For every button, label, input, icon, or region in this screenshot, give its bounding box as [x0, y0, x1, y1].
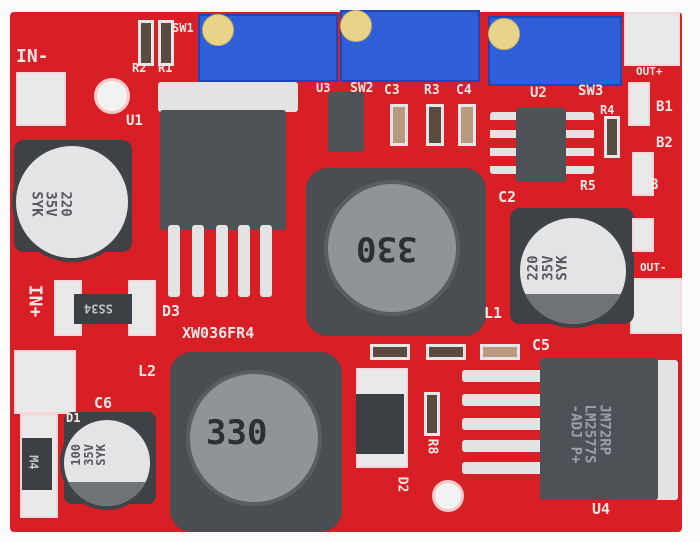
u4-marking: JM72RP LM2577S -ADJ P+: [567, 404, 613, 464]
u1-pin: [168, 225, 180, 297]
diode-d1: [22, 438, 52, 490]
mounting-hole-top: [94, 78, 130, 114]
label-out-plus: OUT+: [636, 65, 663, 78]
resistor-r3: [426, 104, 444, 146]
diode-d3-marking: SS34: [84, 301, 113, 316]
smd-bottom-1: [370, 344, 410, 360]
terminal-out-plus[interactable]: [624, 12, 680, 66]
led-pad-2: [632, 152, 654, 196]
u2-pins-left: [490, 112, 520, 174]
pot-adjust-screw-3[interactable]: [488, 18, 520, 50]
u4-pin: [462, 370, 548, 382]
smd-bottom-2: [426, 344, 466, 360]
label-c2: C2: [498, 188, 517, 206]
capacitor-c4: [458, 104, 476, 146]
terminal-in-plus[interactable]: [14, 350, 76, 414]
capacitor-220uf-left: 220 35V SYK: [12, 142, 132, 262]
label-c4: C4: [456, 83, 472, 98]
label-u1: U1: [126, 113, 143, 129]
u2-pins-right: [564, 112, 594, 174]
diode-d2: [356, 394, 404, 454]
cap-left-brand: SYK: [28, 191, 45, 217]
label-u3: U3: [316, 81, 331, 95]
resistor-r8: [424, 392, 440, 436]
terminal-in-minus[interactable]: [16, 72, 66, 126]
u4-line3: -ADJ P+: [567, 404, 584, 464]
label-c5: C5: [532, 336, 551, 354]
label-in-plus: IN+: [24, 284, 46, 318]
label-sw1: SW1: [172, 21, 194, 35]
label-b2: B2: [656, 135, 673, 151]
u4-line1: JM72RP: [596, 404, 613, 456]
cap-small-brand: SYK: [94, 444, 109, 466]
cap-right-brand: SYK: [554, 255, 571, 281]
inductor-l2-marking: 330: [206, 413, 268, 453]
label-board-id: XW036FR4: [182, 324, 255, 342]
d3-pad-right: [128, 280, 156, 336]
mounting-hole-bottom: [432, 480, 464, 512]
resistor-r4: [604, 116, 620, 158]
label-d2: D2: [394, 476, 410, 493]
label-d1: D1: [66, 411, 81, 425]
smd-bottom-3: [480, 344, 520, 360]
ic-u4-lm2577: [540, 358, 658, 500]
label-c6: C6: [94, 394, 113, 412]
label-r3: R3: [424, 83, 440, 98]
resistor-r1: [158, 20, 174, 66]
cap-left-voltage: 35V: [42, 191, 59, 217]
label-r8: R8: [424, 438, 440, 455]
u4-pin: [462, 394, 548, 406]
resistor-r2: [138, 20, 154, 66]
led-pad-3: [632, 218, 654, 252]
label-sw2: SW2: [350, 81, 374, 96]
label-b: B: [650, 177, 659, 193]
u4-pin: [462, 418, 548, 430]
cap-right-value: 220: [525, 255, 542, 281]
label-out-minus: OUT-: [640, 261, 667, 274]
capacitor-c3: [390, 104, 408, 146]
capacitor-100uf: 100 35V SYK: [60, 416, 154, 510]
ic-u2: [516, 108, 566, 182]
label-in-minus: IN-: [16, 46, 49, 67]
label-c3: C3: [384, 83, 400, 98]
diode-d3: [74, 294, 132, 324]
u1-pin: [260, 225, 272, 297]
label-r4: R4: [600, 103, 615, 117]
ic-u3: [328, 92, 364, 152]
u4-line2: LM2577S: [581, 404, 598, 464]
potentiometer-2[interactable]: [340, 10, 480, 82]
u4-pin: [462, 440, 548, 452]
u1-tab: [158, 82, 298, 112]
label-b1: B1: [656, 99, 673, 115]
diode-d1-marking: M4: [26, 455, 41, 470]
label-l2: L2: [138, 362, 157, 380]
label-r2: R2: [132, 61, 147, 75]
label-l1: L1: [484, 304, 503, 322]
label-sw3: SW3: [578, 83, 604, 99]
u1-pin: [192, 225, 204, 297]
u1-pin: [216, 225, 228, 297]
terminal-out-minus[interactable]: [630, 278, 682, 334]
label-r5: R5: [580, 179, 596, 194]
inductor-l1-marking: 330: [356, 228, 418, 269]
pot-adjust-screw-2[interactable]: [340, 10, 372, 42]
label-u2: U2: [530, 85, 547, 101]
cap-right-voltage: 35V: [540, 255, 557, 281]
ic-u1: [160, 110, 286, 230]
capacitor-220uf-right: 220 35V SYK: [516, 214, 630, 328]
cap-left-value: 220: [57, 191, 74, 217]
u4-pin: [462, 462, 548, 474]
inductor-l2-core: [186, 370, 322, 506]
inductor-l1-core: [324, 180, 460, 316]
u1-pin: [238, 225, 250, 297]
label-r1: R1: [158, 61, 173, 75]
pot-adjust-screw-1[interactable]: [202, 14, 234, 46]
led-pad-1: [628, 82, 650, 126]
label-d3: D3: [162, 302, 181, 320]
label-u4: U4: [592, 500, 611, 518]
